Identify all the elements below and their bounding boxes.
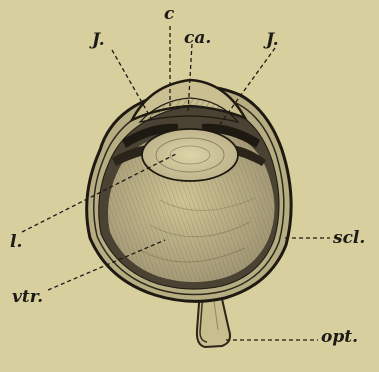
lens (142, 129, 238, 181)
label-iris-right: J. (266, 32, 279, 49)
label-anterior-chamber: ca. (184, 30, 211, 47)
label-optic-nerve: opt. (321, 329, 358, 346)
label-iris-left: J. (92, 32, 105, 49)
label-sclera: scl. (333, 230, 365, 247)
label-vitreous: vtr. (12, 289, 43, 306)
label-cornea: c (164, 6, 174, 23)
label-lens: l. (10, 234, 22, 251)
